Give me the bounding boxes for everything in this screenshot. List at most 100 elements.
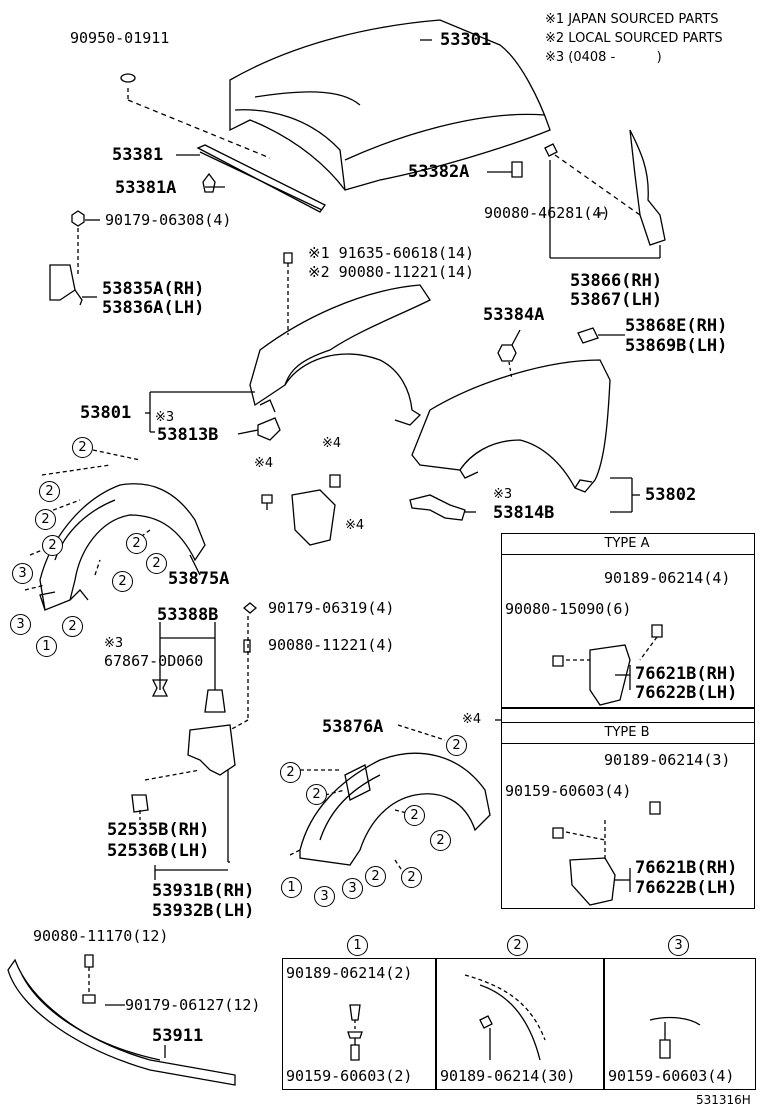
part-label-53866: 53866(RH) xyxy=(570,271,663,291)
part-label-53802: 53802 xyxy=(645,485,697,505)
part-label-type-a-76622b: 76622B(LH) xyxy=(635,683,738,703)
part-label-detail3-bottom: 90159-60603(4) xyxy=(608,1067,735,1085)
part-label-53814b: 53814B xyxy=(493,503,555,523)
callout-circle-2: 2 xyxy=(404,805,425,826)
part-label-detail1-top: 90189-06214(2) xyxy=(286,964,413,982)
part-label-91635-60618: ※1 91635-60618(14) xyxy=(308,244,475,262)
callout-circle-1: 1 xyxy=(281,877,302,898)
detail-3-box xyxy=(604,958,756,1090)
detail-1-number: 1 xyxy=(347,935,368,956)
callout-circle-2: 2 xyxy=(446,735,467,756)
part-label-53381a: 53381A xyxy=(115,178,177,198)
part-label-53813b: 53813B xyxy=(157,425,219,445)
part-label-52535b: 52535B(RH) xyxy=(107,820,210,840)
fender-53802-drawing xyxy=(411,359,611,493)
callout-circle-2: 2 xyxy=(365,866,386,887)
type-b-header xyxy=(501,722,755,744)
part-label-type-b-90159: 90159-60603(4) xyxy=(505,782,632,800)
fender-liner-53876a-drawing xyxy=(299,752,491,866)
part-label-90179-06308: 90179-06308(4) xyxy=(105,211,232,229)
type-b-title: TYPE B xyxy=(604,725,650,740)
callout-circle-2: 2 xyxy=(39,481,60,502)
part-label-type-a-90080: 90080-15090(6) xyxy=(505,600,632,618)
part-label-90080-46281: 90080-46281(4) xyxy=(484,204,611,222)
part-label-type-a-90189: 90189-06214(4) xyxy=(604,569,731,587)
callout-circle-3: 3 xyxy=(342,878,363,899)
fender-liner-53875a-drawing xyxy=(39,483,206,611)
note-marker-4b: ※4 xyxy=(254,456,274,471)
callout-circle-2: 2 xyxy=(430,830,451,851)
callout-circle-2: 2 xyxy=(146,553,167,574)
detail-2-box xyxy=(436,958,604,1090)
part-label-type-b-76621b: 76621B(RH) xyxy=(635,858,738,878)
hood-seal-drawing xyxy=(196,144,326,213)
bracket-53931b-drawing xyxy=(187,724,236,776)
callout-circle-2: 2 xyxy=(42,535,63,556)
callout-circle-2: 2 xyxy=(35,509,56,530)
callout-circle-2: 2 xyxy=(62,616,83,637)
fender-53801-drawing xyxy=(249,284,431,426)
part-label-type-b-90189: 90189-06214(3) xyxy=(604,751,731,769)
part-label-detail1-bottom: 90159-60603(2) xyxy=(286,1067,413,1085)
callout-circle-2: 2 xyxy=(306,784,327,805)
part-label-53301: 53301 xyxy=(440,30,492,50)
part-label-53911: 53911 xyxy=(152,1026,204,1046)
part-label-90080-11170: 90080-11170(12) xyxy=(33,927,169,945)
type-a-title: TYPE A xyxy=(604,536,650,551)
callout-circle-2: 2 xyxy=(401,867,422,888)
note-marker-4d: ※4 xyxy=(462,712,482,727)
detail-3-number: 3 xyxy=(668,935,689,956)
type-a-header xyxy=(501,533,755,555)
part-label-53931b: 53931B(RH) xyxy=(152,881,255,901)
detail-2-number: 2 xyxy=(507,935,528,956)
grommet-drawing xyxy=(120,73,136,83)
note-marker-3c: ※3 xyxy=(104,636,124,651)
part-label-52536b: 52536B(LH) xyxy=(107,841,210,861)
callout-circle-2: 2 xyxy=(72,437,93,458)
part-label-90080-11221-4: 90080-11221(4) xyxy=(268,636,395,654)
part-label-90179-06127: 90179-06127(12) xyxy=(125,996,261,1014)
part-label-53381: 53381 xyxy=(112,145,164,165)
note-local-sourced: ※2 LOCAL SOURCED PARTS xyxy=(545,31,723,46)
note-marker-4c: ※4 xyxy=(345,518,365,533)
callout-circle-1: 1 xyxy=(36,636,57,657)
reference-code: 531316H xyxy=(696,1093,751,1107)
bracket-53866-drawing xyxy=(629,129,666,246)
part-label-53932b: 53932B(LH) xyxy=(152,901,255,921)
callout-circle-2: 2 xyxy=(126,533,147,554)
part-label-detail2-bottom: 90189-06214(30) xyxy=(440,1067,576,1085)
note-marker-3b: ※3 xyxy=(493,487,513,502)
spoiler-53911-drawing xyxy=(7,958,236,1086)
callout-circle-3: 3 xyxy=(10,614,31,635)
hood-drawing xyxy=(229,19,551,191)
callout-circle-2: 2 xyxy=(280,762,301,783)
part-label-90080-11221-14: ※2 90080-11221(14) xyxy=(308,263,475,281)
part-label-53875a: 53875A xyxy=(168,569,230,589)
part-label-53868e: 53868E(RH) xyxy=(625,316,728,336)
callout-circle-3: 3 xyxy=(314,886,335,907)
note-marker-4a: ※4 xyxy=(322,436,342,451)
part-label-53867: 53867(LH) xyxy=(570,290,663,310)
note-date-range: ※3 (0408 - ) xyxy=(545,50,662,65)
part-label-53382a: 53382A xyxy=(408,162,470,182)
part-label-53835a: 53835A(RH) xyxy=(102,279,205,299)
detail-1-box xyxy=(282,958,436,1090)
part-label-53876a: 53876A xyxy=(322,717,384,737)
part-label-67867-0d060: 67867-0D060 xyxy=(104,652,204,670)
callout-circle-2: 2 xyxy=(112,571,133,592)
part-label-53869b: 53869B(LH) xyxy=(625,336,728,356)
part-label-90950-01911: 90950-01911 xyxy=(70,29,170,47)
callout-circle-3: 3 xyxy=(12,563,33,584)
part-label-type-b-76622b: 76622B(LH) xyxy=(635,878,738,898)
part-label-53801: 53801 xyxy=(80,403,132,423)
part-label-53384a: 53384A xyxy=(483,305,545,325)
note-japan-sourced: ※1 JAPAN SOURCED PARTS xyxy=(545,12,719,27)
part-label-53836a: 53836A(LH) xyxy=(102,298,205,318)
type-b-box xyxy=(501,707,755,909)
part-label-90179-06319: 90179-06319(4) xyxy=(268,599,395,617)
part-label-53388b: 53388B xyxy=(157,605,219,625)
part-label-type-a-76621b: 76621B(RH) xyxy=(635,664,738,684)
note-marker-3a: ※3 xyxy=(155,410,175,425)
